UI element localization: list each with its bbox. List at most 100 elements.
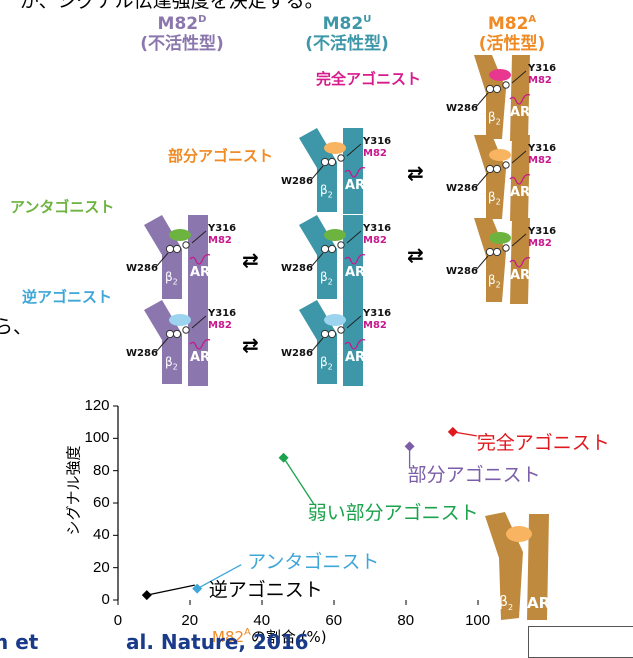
chart-leader-line [146, 584, 195, 596]
beta2-label: β2 [488, 273, 501, 290]
y316-label: Y316 [363, 308, 392, 319]
m82-label: M82 [528, 155, 552, 166]
chart-leader-line [283, 457, 315, 505]
beta2-label: β2 [488, 190, 501, 207]
column-title-m82a: M82A (活性型) [478, 14, 546, 54]
chart-point [278, 452, 289, 463]
y-tick-label: 100 [84, 429, 110, 447]
y-tick-label: 60 [93, 494, 110, 511]
beta2-label: β2 [165, 270, 178, 287]
w286-label: W286 [281, 263, 313, 274]
receptor-shape [144, 215, 211, 301]
column-title-m82u: M82U (不活性型) [305, 14, 389, 54]
x-tick-label: 40 [253, 612, 271, 629]
ar-label: AR [510, 185, 531, 200]
w286-label: W286 [281, 176, 313, 187]
ar-label: AR [527, 594, 551, 612]
y-tick-label: 40 [93, 526, 110, 544]
m82-label: M82 [363, 320, 387, 331]
w286-label: W286 [446, 183, 478, 194]
m82-label: M82 [528, 238, 552, 249]
m82-label: M82 [208, 320, 232, 331]
y316-label: Y316 [528, 143, 557, 154]
left-fragment-text: ら、 [0, 316, 33, 338]
x-tick-label: 100 [465, 612, 491, 629]
bottom-box [528, 626, 633, 658]
chart-point-label: 部分アゴニスト [407, 464, 541, 487]
equilibrium-arrow: ⇄ [242, 333, 259, 357]
w286-label: W286 [281, 348, 313, 359]
signal-chart: シグナル強度 M82Aの割合 (%) β2 AR 0 20 40 60 80 100 120… [0, 392, 633, 646]
ar-label: AR [510, 105, 531, 120]
beta2-label: β2 [320, 355, 333, 372]
equilibrium-arrow: ⇄ [407, 161, 424, 185]
x-tick-label: 60 [325, 612, 343, 629]
x-tick-label: 80 [397, 612, 415, 629]
beta2-label: β2 [488, 110, 501, 127]
equilibrium-arrow: ⇄ [407, 243, 424, 267]
x-tick-label: 20 [181, 612, 199, 629]
beta2-label: β2 [320, 270, 333, 287]
chart-point-label: 逆アゴニスト [208, 579, 323, 602]
y-tick-label: 80 [93, 461, 110, 479]
w286-label: W286 [126, 263, 158, 274]
receptor-shape [474, 218, 531, 304]
bottom-citation-fragment-left: h et [0, 630, 39, 654]
ar-label: AR [345, 265, 366, 280]
y-tick-label: 20 [93, 558, 110, 576]
y316-label: Y316 [363, 223, 392, 234]
ar-label: AR [345, 350, 366, 365]
receptor-shape [474, 55, 531, 141]
receptor-shape [299, 128, 366, 214]
chart-plot-area [113, 405, 479, 605]
w286-label: W286 [446, 266, 478, 277]
receptor-icon-active: β2 AR [483, 512, 583, 622]
bottom-citation-fragment: al. Nature, 2016 [126, 630, 309, 654]
y316-label: Y316 [208, 308, 237, 319]
ar-label: AR [510, 268, 531, 283]
label-full-agonist: 完全アゴニスト [316, 70, 422, 88]
chart-point-label: アンタゴニスト [247, 550, 380, 573]
ar-label: AR [190, 265, 211, 280]
m82-label: M82 [363, 235, 387, 246]
ar-label: AR [190, 350, 211, 365]
chart-y-axis-label: シグナル強度 [64, 445, 83, 536]
w286-label: W286 [126, 348, 158, 359]
beta2-label: β2 [320, 183, 333, 200]
label-antagonist: アンタゴニスト [10, 198, 115, 216]
chart-point [141, 590, 152, 601]
y316-label: Y316 [208, 223, 237, 234]
receptor-shape [299, 300, 366, 386]
chart-point [404, 441, 415, 452]
chart-point-label: 弱い部分アゴニスト [307, 501, 479, 524]
x-tick-label: 0 [113, 612, 123, 629]
receptor-shape [299, 215, 366, 301]
chart-point-label: 完全アゴニスト [476, 431, 610, 454]
m82-label: M82 [363, 148, 387, 159]
y316-label: Y316 [363, 136, 392, 147]
m82-label: M82 [528, 75, 552, 86]
equilibrium-arrow: ⇄ [242, 248, 259, 272]
chart-leader-line [196, 564, 242, 590]
label-partial-agonist: 部分アゴニスト [168, 147, 274, 165]
beta2-label: β2 [165, 355, 178, 372]
ar-label: AR [345, 178, 366, 193]
w286-label: W286 [446, 103, 478, 114]
label-inverse-agonist: 逆アゴニスト [22, 288, 113, 306]
chart-point [447, 426, 458, 437]
receptor-shape [474, 135, 531, 221]
y316-label: Y316 [528, 226, 557, 237]
y-tick-label: 120 [84, 397, 110, 414]
y-tick-label: 0 [101, 591, 110, 608]
beta2-label: β2 [499, 594, 514, 612]
m82-label: M82 [208, 235, 232, 246]
chart-x-axis-label: M82Aの割合 (%) [212, 627, 327, 646]
